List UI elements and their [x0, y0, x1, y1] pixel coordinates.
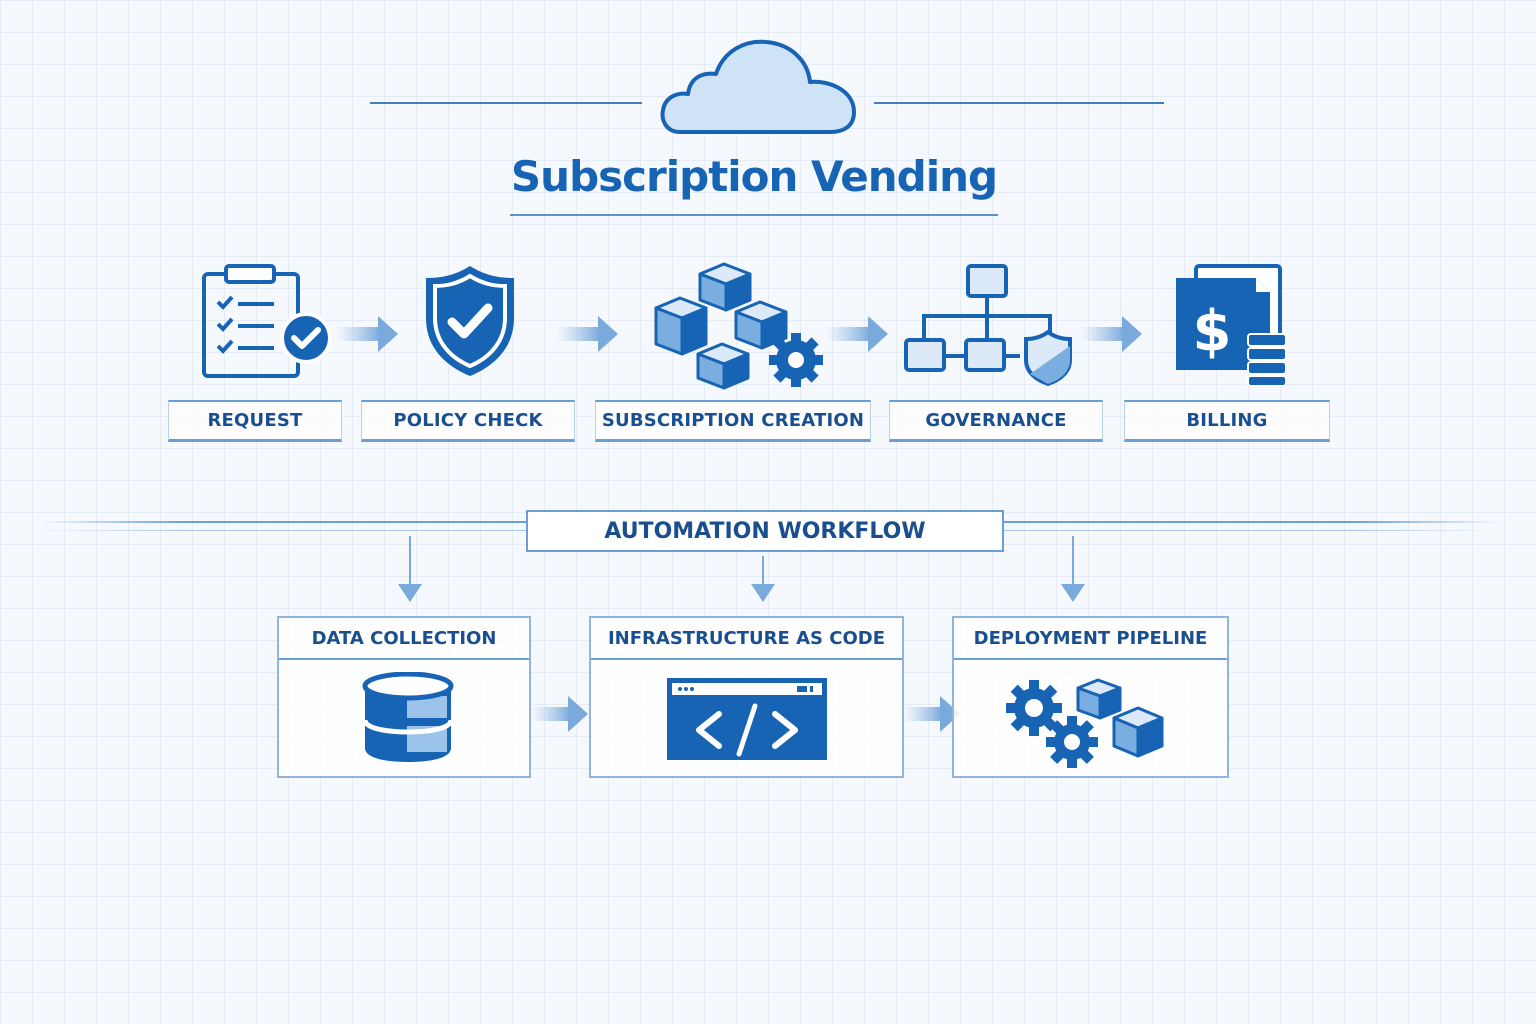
page-title: Subscription Vending	[510, 152, 998, 201]
card-data-collection: DATA COLLECTION	[277, 616, 531, 778]
shield-check-icon	[426, 266, 514, 376]
workflow-line-right-secondary	[1004, 530, 1500, 531]
dollar-invoice-icon: $	[1176, 264, 1286, 387]
arrow-creation-to-governance	[826, 316, 888, 352]
checklist-clipboard-icon	[202, 264, 332, 378]
arrow-policy-to-creation	[556, 316, 618, 352]
step-label-governance: GOVERNANCE	[889, 400, 1103, 442]
arrow-request-to-policy	[336, 316, 398, 352]
step-label-billing: BILLING	[1124, 400, 1330, 442]
card-deployment-pipeline: DEPLOYMENT PIPELINE	[952, 616, 1229, 778]
cubes-gear-icon	[654, 262, 823, 390]
step-label-subscription-creation: SUBSCRIPTION CREATION	[595, 400, 871, 442]
header-line-right	[874, 102, 1164, 104]
step-label-policy-check: POLICY CHECK	[361, 400, 575, 442]
card-title: INFRASTRUCTURE AS CODE	[591, 618, 902, 660]
step-label-request: REQUEST	[168, 400, 342, 442]
arrow-governance-to-billing	[1080, 316, 1142, 352]
arrow-iac-to-deployment	[904, 696, 960, 732]
card-infrastructure-as-code: INFRASTRUCTURE AS CODE	[589, 616, 904, 778]
gears-cubes-icon	[1006, 678, 1164, 768]
title-underline	[510, 214, 998, 216]
arrow-data-to-iac	[532, 696, 588, 732]
database-icon	[362, 672, 454, 762]
card-title: DEPLOYMENT PIPELINE	[954, 618, 1227, 660]
workflow-line-left-secondary	[40, 530, 526, 531]
arrow-down-deployment	[1061, 536, 1085, 602]
workflow-title: AUTOMATION WORKFLOW	[526, 510, 1004, 552]
svg-text:$: $	[1193, 299, 1232, 364]
arrow-down-data-collection	[398, 536, 422, 602]
card-title: DATA COLLECTION	[279, 618, 529, 660]
workflow-line-right	[1004, 521, 1500, 523]
arrow-down-iac	[751, 556, 775, 602]
header-line-left	[370, 102, 642, 104]
code-window-icon	[667, 678, 827, 760]
workflow-line-left	[40, 521, 526, 523]
hierarchy-shield-icon	[904, 264, 1072, 386]
cloud-icon	[660, 39, 856, 134]
